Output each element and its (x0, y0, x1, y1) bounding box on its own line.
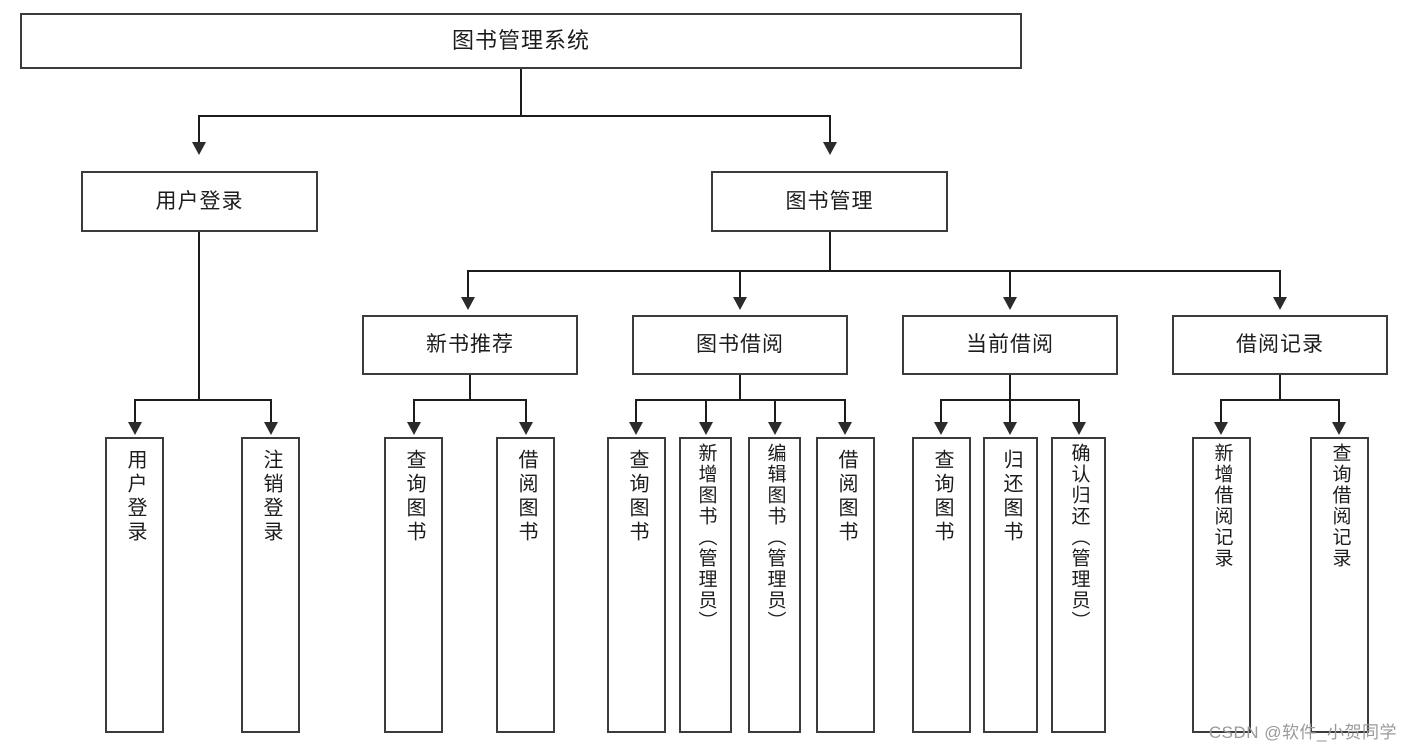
node-label: 查询图书 (403, 449, 425, 545)
connector-records-bus (1220, 399, 1340, 401)
connector-records-stem (1279, 375, 1281, 400)
node-label: 新书推荐 (426, 333, 514, 357)
arrow-bookmgmt-to-current (1003, 297, 1017, 310)
node-label: 图书管理系统 (451, 27, 590, 53)
connector-bookmgmt-to-records (1279, 270, 1281, 300)
arrow-login-to-leaf1 (128, 422, 142, 435)
leaf-borrow-edit-book-admin[interactable]: 编辑图书（管理员） (748, 437, 801, 733)
leaf-records-add-record[interactable]: 新增借阅记录 (1192, 437, 1251, 733)
arrow-bookmgmt-to-newbook (461, 297, 475, 310)
node-label: 新增图书（管理员） (695, 443, 717, 632)
arrow-borrow-to-leaf3 (768, 422, 782, 435)
connector-current-stem (1009, 375, 1011, 400)
node-book-management[interactable]: 图书管理 (711, 171, 948, 232)
connector-bookmgmt-to-borrow (739, 270, 741, 300)
node-book-borrow[interactable]: 图书借阅 (632, 315, 848, 375)
node-label: 用户登录 (155, 189, 244, 213)
leaf-records-query-record[interactable]: 查询借阅记录 (1310, 437, 1369, 733)
connector-newbook-bus (413, 399, 527, 401)
connector-bookmgmt-to-current (1009, 270, 1011, 300)
leaf-logout[interactable]: 注销登录 (241, 437, 300, 733)
arrow-borrow-to-leaf4 (838, 422, 852, 435)
leaf-newbook-borrow-book[interactable]: 借阅图书 (496, 437, 555, 733)
connector-current-to-leaf3 (1078, 399, 1080, 425)
node-label: 查询图书 (626, 449, 648, 545)
node-borrow-records[interactable]: 借阅记录 (1172, 315, 1388, 375)
node-current-borrow[interactable]: 当前借阅 (902, 315, 1118, 375)
node-label: 借阅图书 (515, 449, 537, 545)
connector-current-to-leaf1 (940, 399, 942, 425)
node-label: 借阅记录 (1236, 333, 1324, 357)
leaf-newbook-query-book[interactable]: 查询图书 (384, 437, 443, 733)
connector-root-bus (198, 115, 831, 117)
connector-bookmgmt-stem (829, 232, 831, 271)
arrow-records-to-leaf2 (1332, 422, 1346, 435)
node-label: 注销登录 (260, 449, 282, 545)
node-root-system[interactable]: 图书管理系统 (20, 13, 1022, 69)
arrow-newbook-to-leaf2 (519, 422, 533, 435)
connector-current-to-leaf2 (1009, 399, 1011, 425)
connector-bookmgmt-bus (467, 270, 1281, 272)
arrow-current-to-leaf3 (1072, 422, 1086, 435)
arrow-records-to-leaf1 (1214, 422, 1228, 435)
arrow-login-to-leaf2 (264, 422, 278, 435)
arrow-borrow-to-leaf1 (629, 422, 643, 435)
leaf-borrow-add-book-admin[interactable]: 新增图书（管理员） (679, 437, 732, 733)
node-label: 借阅图书 (835, 449, 857, 545)
node-user-login[interactable]: 用户登录 (81, 171, 318, 232)
connector-root-stem (520, 69, 522, 116)
node-label: 图书管理 (785, 189, 874, 213)
connector-bookmgmt-to-newbook (467, 270, 469, 300)
node-new-book-recommend[interactable]: 新书推荐 (362, 315, 578, 375)
connector-newbook-stem (469, 375, 471, 400)
leaf-borrow-query-book[interactable]: 查询图书 (607, 437, 666, 733)
connector-borrow-to-leaf2 (705, 399, 707, 425)
arrow-root-to-login (192, 142, 206, 155)
arrow-current-to-leaf1 (934, 422, 948, 435)
node-label: 查询借阅记录 (1329, 443, 1351, 569)
node-label: 归还图书 (1000, 449, 1022, 545)
connector-records-to-leaf2 (1338, 399, 1340, 425)
connector-login-to-leaf2 (270, 399, 272, 425)
arrow-current-to-leaf2 (1003, 422, 1017, 435)
connector-newbook-to-leaf1 (413, 399, 415, 425)
connector-borrow-to-leaf3 (774, 399, 776, 425)
node-label: 确认归还（管理员） (1068, 443, 1090, 632)
leaf-user-login[interactable]: 用户登录 (105, 437, 164, 733)
connector-login-bus (134, 399, 270, 401)
arrow-root-to-bookmgmt (823, 142, 837, 155)
arrow-borrow-to-leaf2 (699, 422, 713, 435)
node-label: 用户登录 (124, 449, 146, 545)
connector-root-to-bookmgmt (829, 115, 831, 145)
node-label: 编辑图书（管理员） (764, 443, 786, 632)
arrow-newbook-to-leaf1 (407, 422, 421, 435)
connector-records-to-leaf1 (1220, 399, 1222, 425)
leaf-current-return-book[interactable]: 归还图书 (983, 437, 1038, 733)
leaf-current-confirm-return-admin[interactable]: 确认归还（管理员） (1051, 437, 1106, 733)
connector-root-to-login (198, 115, 200, 145)
leaf-current-query-book[interactable]: 查询图书 (912, 437, 971, 733)
leaf-borrow-borrow-book[interactable]: 借阅图书 (816, 437, 875, 733)
connector-borrow-bus (635, 399, 846, 401)
connector-newbook-to-leaf2 (525, 399, 527, 425)
node-label: 当前借阅 (966, 333, 1054, 357)
node-label: 图书借阅 (696, 333, 784, 357)
connector-borrow-stem (739, 375, 741, 400)
node-label: 查询图书 (931, 449, 953, 545)
node-label: 新增借阅记录 (1211, 443, 1233, 569)
arrow-bookmgmt-to-records (1273, 297, 1287, 310)
connector-borrow-to-leaf1 (635, 399, 637, 425)
connector-borrow-to-leaf4 (844, 399, 846, 425)
connector-login-stem (198, 232, 200, 400)
arrow-bookmgmt-to-borrow (733, 297, 747, 310)
connector-login-to-leaf1 (134, 399, 136, 425)
